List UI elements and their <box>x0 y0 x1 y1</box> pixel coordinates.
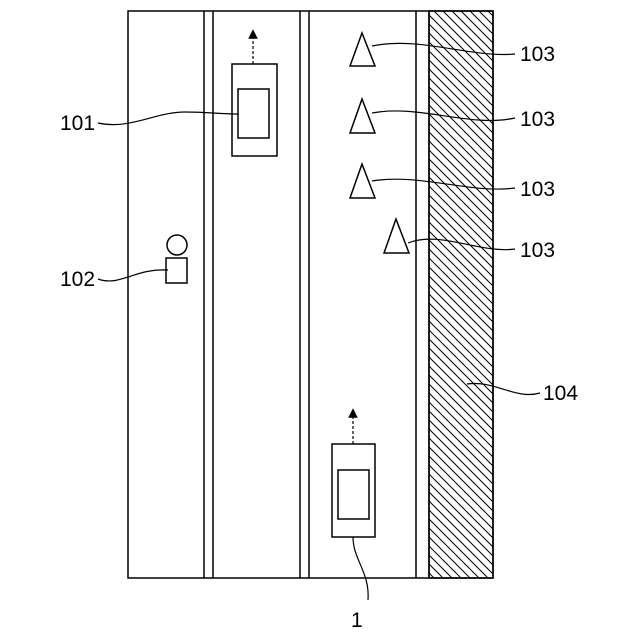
ref-label-103-1: 103 <box>520 43 555 66</box>
ref-label-103-3: 103 <box>520 178 555 201</box>
ref-label-101: 101 <box>60 112 95 135</box>
leader-line-101 <box>98 112 238 125</box>
pedestrian-person-icon <box>166 235 187 283</box>
vehicle-window <box>238 89 269 138</box>
ref-label-1: 1 <box>351 609 363 632</box>
ref-label-103-4: 103 <box>520 239 555 262</box>
cone-1-triangle-icon <box>350 33 375 66</box>
cone-4-triangle-icon <box>384 219 409 253</box>
own-vehicle-car-icon <box>332 413 375 537</box>
ref-label-103-2: 103 <box>520 108 555 131</box>
pedestrian-head <box>167 235 187 255</box>
ref-label-104: 104 <box>543 382 578 405</box>
roadside-hatched-area <box>429 11 493 578</box>
vehicle-window <box>338 470 369 519</box>
other-vehicle-car-icon <box>232 34 277 156</box>
pedestrian-body <box>166 258 187 283</box>
cone-2-triangle-icon <box>350 99 375 133</box>
leader-line-1 <box>353 537 368 600</box>
leader-line-102 <box>98 270 168 281</box>
cone-3-triangle-icon <box>350 164 375 198</box>
ref-label-102: 102 <box>60 268 95 291</box>
